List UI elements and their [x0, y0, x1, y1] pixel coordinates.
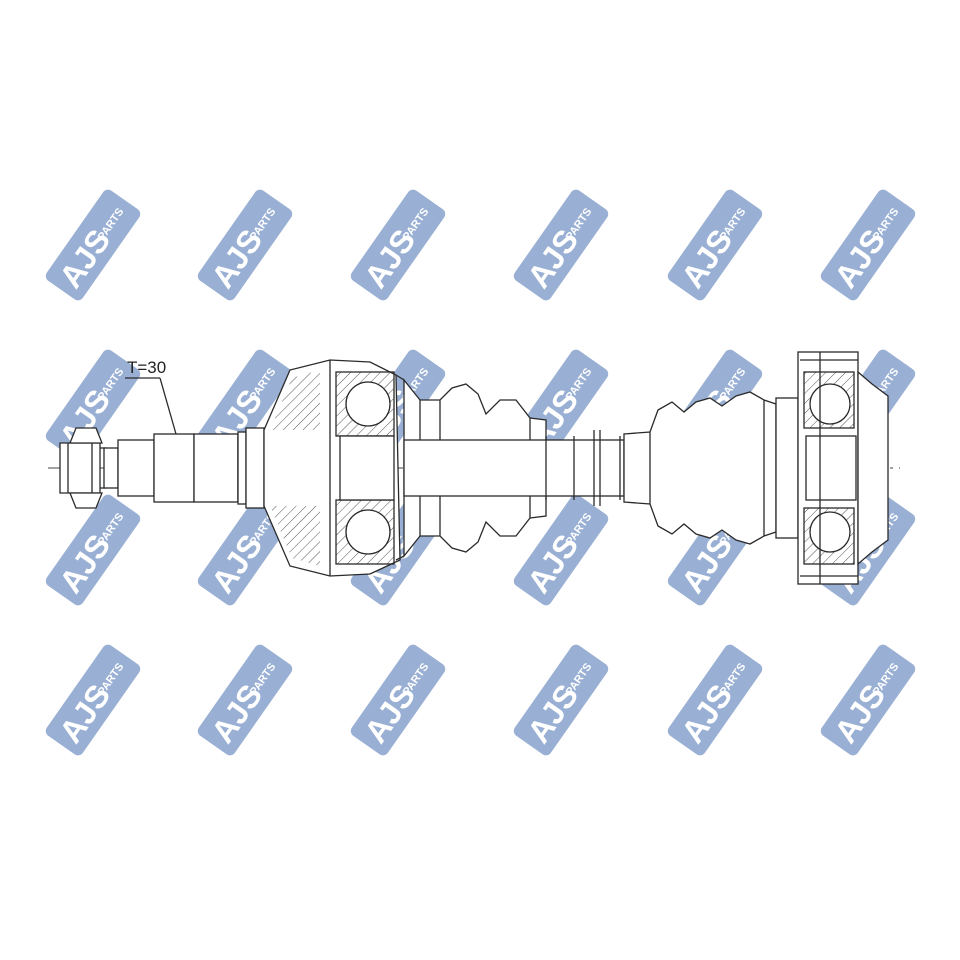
- right-boot: [623, 391, 777, 545]
- thread-size-label: T=30: [127, 358, 166, 377]
- outer-cv-joint: [263, 359, 405, 577]
- shaft: [403, 430, 625, 506]
- threaded-stub: [117, 427, 265, 509]
- hex-nut: [59, 427, 119, 509]
- thread-annotation: [125, 377, 177, 435]
- inner-joint: [775, 351, 889, 585]
